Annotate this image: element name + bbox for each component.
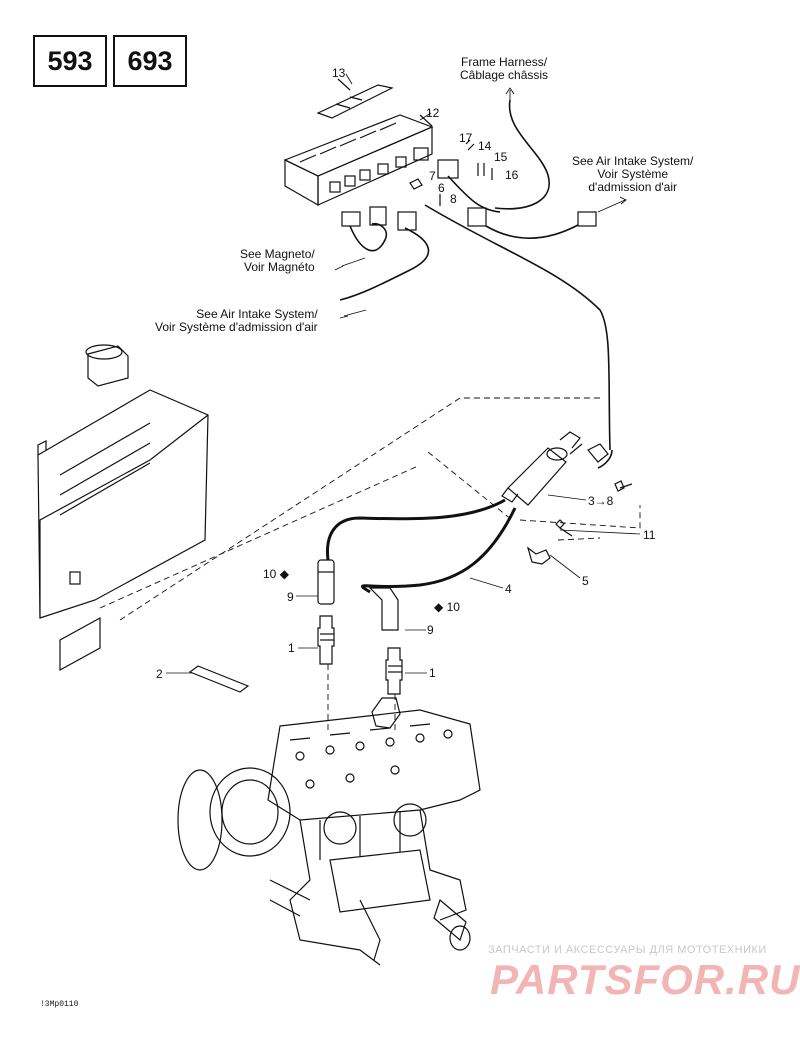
decal-part-13 bbox=[316, 78, 394, 119]
wiring-harness bbox=[339, 99, 613, 469]
magneto-callout: See Magneto/ Voir Magnéto bbox=[240, 247, 315, 274]
oil-tank bbox=[37, 344, 209, 672]
figure-code: !3Mp0110 bbox=[40, 1000, 79, 1009]
spark-plug-caps-part-9 bbox=[317, 559, 399, 631]
connectors bbox=[341, 139, 597, 231]
model-badge-693: 693 bbox=[113, 35, 187, 87]
part-label-5: 5 bbox=[582, 574, 589, 588]
part-label-14: 14 bbox=[478, 139, 492, 153]
part-label-2: 2 bbox=[156, 667, 163, 681]
alignment-dashed-lines bbox=[99, 397, 641, 730]
model-badge-593: 593 bbox=[33, 35, 107, 87]
part-label-8: 8 bbox=[450, 192, 457, 206]
callout-arrows bbox=[334, 73, 627, 319]
part-label-7: 7 bbox=[429, 169, 436, 183]
decal-part-2 bbox=[188, 665, 250, 693]
frame-harness-callout: Frame Harness/ Câblage châssis bbox=[460, 55, 549, 82]
part-label-9-left: 9 bbox=[287, 590, 294, 604]
part-label-3-to-8: 3→8 bbox=[588, 494, 614, 508]
part-label-15: 15 bbox=[494, 150, 508, 164]
watermark-tagline: ЗАПЧАСТИ И АКСЕССУАРЫ ДЛЯ МОТОТЕХНИКИ bbox=[488, 944, 767, 956]
part-label-10-left: 10 ◆ bbox=[263, 567, 289, 581]
high-tension-leads-part-4 bbox=[325, 498, 517, 594]
part-label-13: 13 bbox=[332, 66, 346, 80]
part-label-1-right: 1 bbox=[429, 666, 436, 680]
part-label-1-left: 1 bbox=[288, 641, 295, 655]
part-label-16: 16 bbox=[505, 168, 519, 182]
ignition-coil-part-3 bbox=[501, 431, 633, 506]
part-label-11: 11 bbox=[643, 528, 656, 542]
electronic-module-part-12 bbox=[283, 114, 434, 207]
spark-plugs-part-1 bbox=[317, 615, 403, 695]
watermark-brand: PARTSFOR.RU bbox=[490, 956, 800, 1003]
air-intake-callout-left: See Air Intake System/ Voir Système d'ad… bbox=[155, 307, 318, 334]
coil-hardware bbox=[526, 519, 573, 565]
part-label-4: 4 bbox=[505, 582, 512, 596]
part-label-9-right: 9 bbox=[427, 623, 434, 637]
part-label-6: 6 bbox=[438, 181, 445, 195]
engine-block bbox=[177, 697, 481, 966]
part-label-17: 17 bbox=[459, 131, 473, 145]
part-label-12: 12 bbox=[426, 106, 440, 120]
part-label-10-right: ◆ 10 bbox=[434, 600, 460, 614]
air-intake-callout-top: See Air Intake System/ Voir Système d'ad… bbox=[572, 154, 694, 194]
